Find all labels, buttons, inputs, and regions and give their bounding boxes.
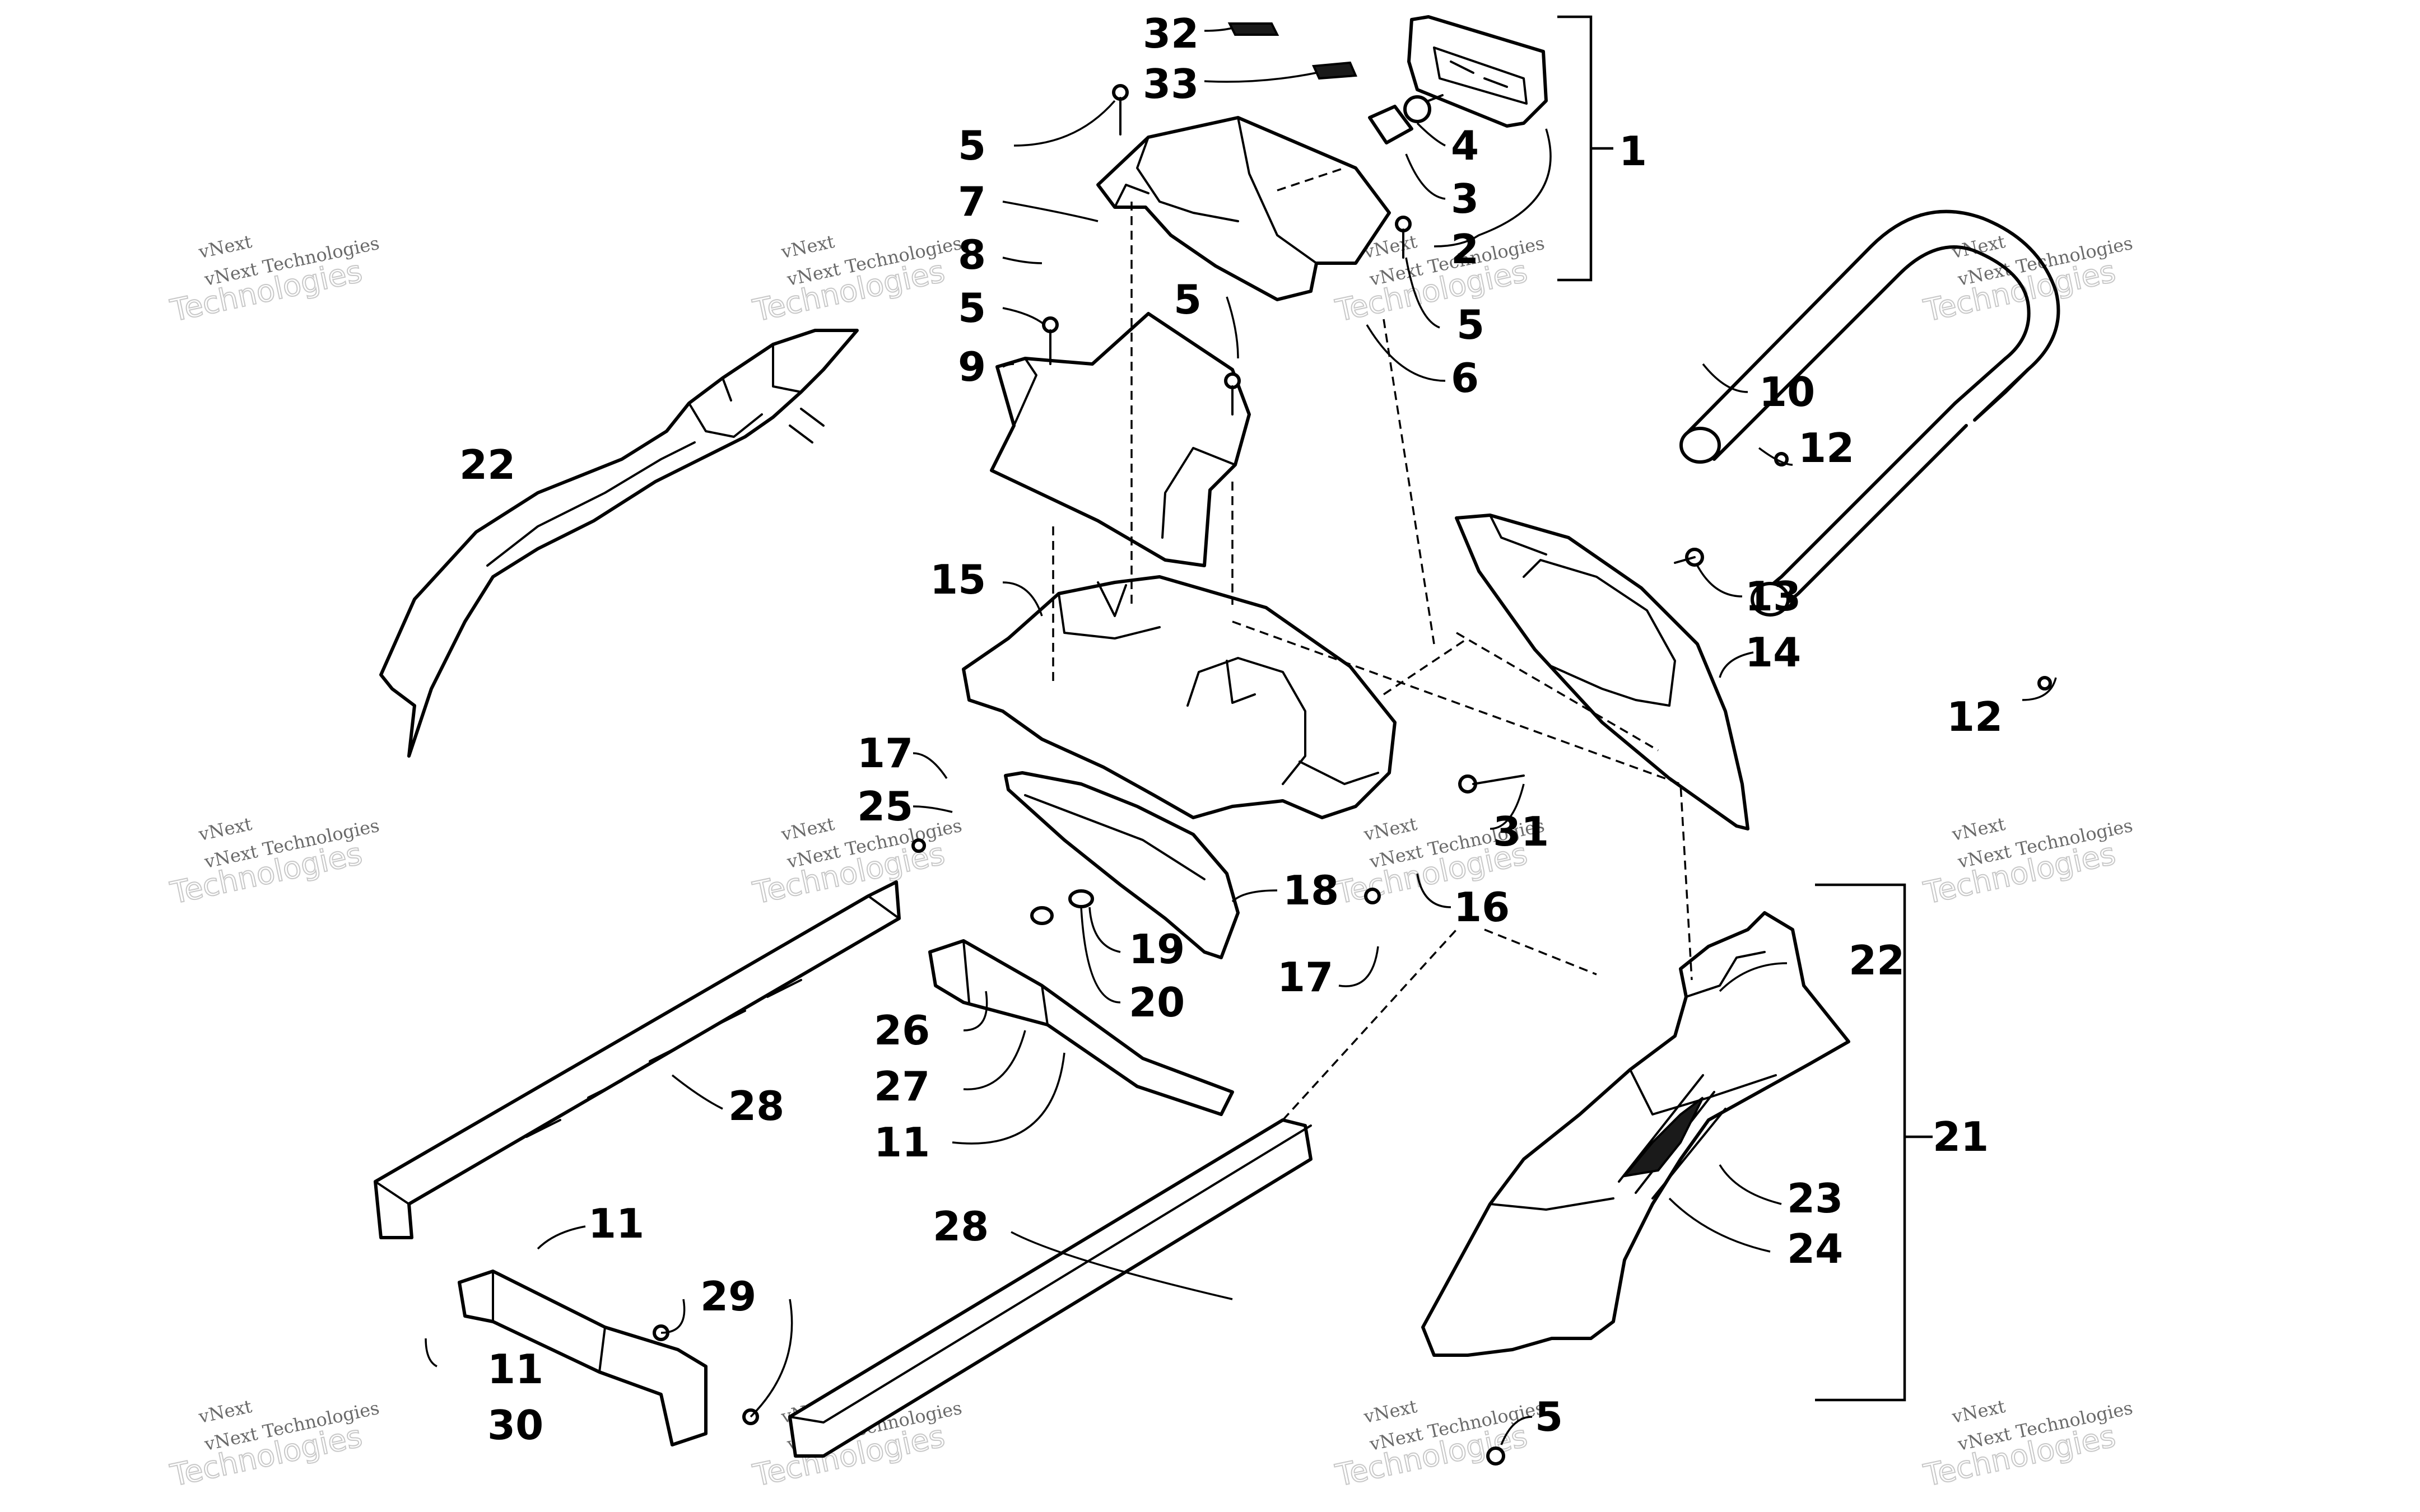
grab-handle: [1679, 209, 2060, 617]
callout-5-top: 5: [958, 122, 986, 169]
side-panel-right: [1421, 911, 1850, 1357]
callout-5-left: 5: [958, 284, 986, 332]
callout-27: 27: [874, 1063, 930, 1110]
callout-32: 32: [1143, 10, 1199, 57]
rail-left: [374, 880, 901, 1239]
callout-5-center: 5: [1174, 276, 1202, 323]
watermark-middle-center: Technologies vNext vNext Technologies: [749, 813, 964, 912]
callout-30: 30: [487, 1402, 543, 1449]
callout-22-lower: 22: [1849, 937, 1905, 984]
callout-labels: 32 33 1 4 3 2 5 7 8 5 9 5 5 6 10 12 12 1…: [459, 10, 2003, 1449]
svg-text:vNext: vNext: [779, 231, 836, 263]
assembly-bracket-21: [1815, 883, 1933, 1402]
mounting-bracket: [990, 312, 1251, 567]
callout-4: 4: [1451, 122, 1479, 169]
rear-bumper: [962, 575, 1397, 819]
callout-26: 26: [874, 1007, 930, 1054]
callout-25: 25: [857, 783, 913, 830]
callout-17-right: 17: [1277, 954, 1333, 1001]
callout-16: 16: [1454, 884, 1510, 931]
assembly-lines: [1052, 167, 1693, 1121]
watermark-bottom-left: Technologies vNext vNext Technologies: [166, 1396, 381, 1494]
decal-33: [1312, 61, 1357, 80]
assembly-bracket-1: [1557, 15, 1613, 282]
watermark-bottom-right: Technologies vNext vNext Technologies: [1920, 1396, 2134, 1494]
watermark-middle-right: Technologies vNext vNext Technologies: [1920, 813, 2134, 912]
svg-text:vNext: vNext: [779, 813, 836, 845]
svg-text:vNext: vNext: [1949, 1396, 2007, 1427]
watermark-bottom-mid: Technologies vNext vNext Technologies: [1332, 1396, 1546, 1494]
callout-14: 14: [1745, 629, 1801, 676]
callout-22-upper: 22: [459, 441, 515, 488]
callout-31: 31: [1493, 808, 1549, 855]
rail-right: [788, 1118, 1313, 1458]
callout-18: 18: [1283, 867, 1339, 914]
bracket-30: [458, 1270, 708, 1446]
side-panel-left: [379, 329, 859, 758]
callout-2: 2: [1451, 226, 1479, 273]
hardware-bolts: [653, 84, 2052, 1466]
side-panel-inner: [1455, 514, 1749, 830]
callout-9: 9: [958, 343, 986, 390]
callout-20: 20: [1129, 979, 1185, 1026]
svg-text:vNext: vNext: [196, 231, 254, 263]
svg-text:vNext: vNext: [1361, 1396, 1419, 1427]
callout-21: 21: [1933, 1113, 1989, 1160]
callout-28-lower: 28: [933, 1203, 989, 1250]
decal-32: [1227, 22, 1279, 36]
svg-text:vNext: vNext: [196, 1396, 254, 1427]
callout-19: 19: [1129, 926, 1185, 973]
bulb-socket: [1368, 94, 1444, 144]
callout-29: 29: [700, 1273, 756, 1320]
callout-12-upper: 12: [1798, 424, 1854, 472]
callout-23: 23: [1787, 1175, 1843, 1222]
callout-5-bottom: 5: [1535, 1393, 1563, 1440]
taillight-housing: [1096, 116, 1391, 301]
svg-text:vNext: vNext: [1361, 813, 1419, 845]
callout-17-left: 17: [857, 730, 913, 777]
callout-13: 13: [1745, 573, 1801, 620]
callout-24: 24: [1787, 1225, 1843, 1272]
callout-11-lower: 11: [588, 1200, 644, 1247]
watermark-top-left: Technologies vNext vNext Technologies: [166, 231, 381, 329]
taillight-lens: [1407, 15, 1548, 128]
svg-text:vNext: vNext: [196, 813, 254, 845]
snow-flap: [1004, 771, 1240, 959]
callout-28-upper: 28: [728, 1082, 784, 1130]
callout-8: 8: [958, 231, 986, 278]
callout-6: 6: [1451, 354, 1479, 402]
callout-3: 3: [1451, 175, 1479, 222]
callout-7: 7: [958, 178, 986, 225]
callout-5-right: 5: [1456, 301, 1484, 348]
callout-12-lower: 12: [1947, 693, 2003, 740]
leader-lines: [425, 27, 2057, 1445]
callout-33: 33: [1143, 60, 1199, 108]
callout-10: 10: [1759, 368, 1815, 416]
svg-text:vNext: vNext: [1949, 813, 2007, 845]
bracket-26: [928, 939, 1234, 1116]
callout-11-left: 11: [487, 1346, 543, 1393]
callout-11-center: 11: [874, 1119, 930, 1166]
watermark-middle-left: Technologies vNext vNext Technologies: [166, 813, 381, 912]
callout-1: 1: [1619, 128, 1647, 175]
watermark-top-center: Technologies vNext vNext Technologies: [749, 231, 964, 329]
watermark-top-right: Technologies vNext vNext Technologies: [1920, 231, 2134, 329]
callout-15: 15: [930, 556, 986, 603]
